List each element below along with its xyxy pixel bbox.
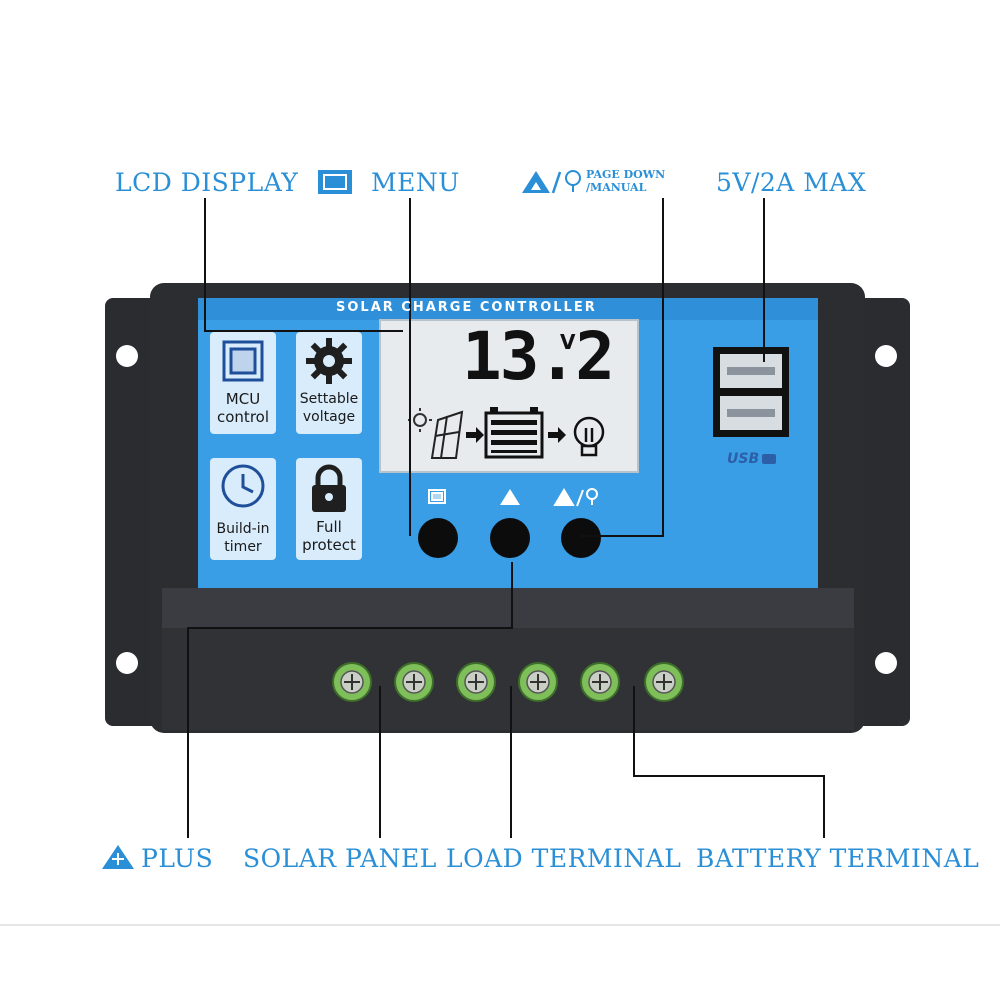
menu-callout-icon xyxy=(318,170,352,194)
arrow-icon xyxy=(548,427,566,443)
page-down-manual-button[interactable] xyxy=(561,518,601,558)
feature-label-protect: Full protect xyxy=(297,518,361,554)
manual-label: /MANUAL xyxy=(586,181,647,194)
usb-max-label: 5V/2A MAX xyxy=(716,168,867,197)
battery-terminal-label: BATTERY TERMINAL xyxy=(696,844,980,873)
plus-button[interactable] xyxy=(490,518,530,558)
chip-icon xyxy=(222,340,264,382)
lcd-voltage-reading: 13.2 xyxy=(462,318,615,395)
usb-label: USB xyxy=(727,451,760,467)
clock-icon xyxy=(221,464,265,508)
arrow-icon xyxy=(466,427,484,443)
usb-port xyxy=(713,347,789,437)
feature-line: MCU xyxy=(225,390,261,408)
lcd-voltage-unit: V xyxy=(560,330,576,354)
battery-icon xyxy=(484,407,544,459)
menu-button[interactable] xyxy=(418,518,458,558)
terminal-screw-5 xyxy=(580,662,620,702)
terminal-screw-2 xyxy=(394,662,434,702)
feature-line: Build-in xyxy=(216,521,270,537)
usb-plug-icon xyxy=(762,454,776,464)
up-triangle-callout-icon xyxy=(522,171,550,193)
lcd-display-callout-line xyxy=(204,198,403,332)
menu-label: MENU xyxy=(371,168,460,197)
load-terminal-label: LOAD TERMINAL xyxy=(446,844,682,873)
gear-icon xyxy=(306,338,352,384)
lcd-display-label: LCD DISPLAY xyxy=(115,168,299,197)
plus-callout-line xyxy=(187,562,513,838)
mounting-ear-left xyxy=(105,298,160,726)
feature-line: Settable xyxy=(299,391,359,407)
bulb-callout-icon xyxy=(565,170,581,192)
feature-line: control xyxy=(217,408,269,426)
terminal-block xyxy=(332,662,684,702)
feature-label-timer: Build-in timer xyxy=(211,520,275,556)
device-title: SOLAR CHARGE CONTROLLER xyxy=(336,300,597,315)
terminal-screw-1 xyxy=(332,662,372,702)
solar-panel-icon xyxy=(430,410,464,459)
mounting-ear-right xyxy=(855,298,910,726)
battery-terminal-callout-line xyxy=(633,686,825,838)
plus-callout-icon xyxy=(102,845,134,869)
terminal-screw-3 xyxy=(456,662,496,702)
terminal-ledge xyxy=(162,588,854,628)
slash-icon xyxy=(551,171,562,194)
page-down-label: PAGE DOWN xyxy=(586,168,666,181)
up-triangle-icon xyxy=(500,489,520,505)
feature-tile-mcu xyxy=(210,332,276,434)
feature-line: voltage xyxy=(302,409,356,425)
feature-line: timer xyxy=(224,539,262,555)
page-down-manual-icon xyxy=(553,488,598,507)
menu-icon xyxy=(428,489,446,504)
callout-lines xyxy=(187,198,825,838)
bulb-icon xyxy=(573,416,605,457)
terminal-screw-6 xyxy=(644,662,684,702)
feature-line: Full xyxy=(316,518,342,536)
solar-panel-label: SOLAR PANEL xyxy=(243,844,437,873)
lock-icon xyxy=(312,464,346,512)
page-down-callout-line xyxy=(581,198,664,537)
terminal-screw-4 xyxy=(518,662,558,702)
feature-tile-timer xyxy=(210,458,276,560)
feature-line: protect xyxy=(302,536,356,554)
feature-label-mcu: MCU control xyxy=(211,390,275,426)
plus-label: PLUS xyxy=(141,844,214,873)
feature-label-voltage: Settable voltage xyxy=(297,390,361,426)
